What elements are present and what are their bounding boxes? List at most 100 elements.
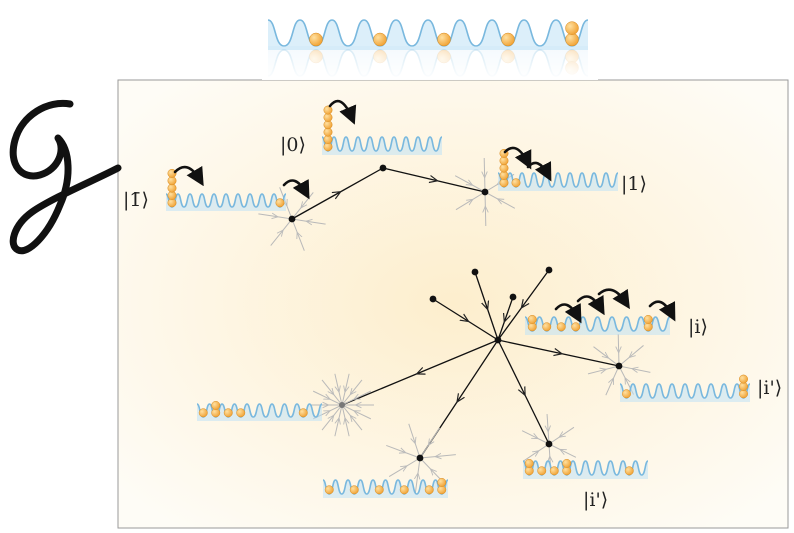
faint-edge <box>484 191 516 209</box>
lattice-i-prime-right <box>619 374 751 402</box>
lattice-potential <box>619 383 751 399</box>
particle <box>437 478 447 487</box>
ket-one-label: |1⟩ <box>621 173 647 195</box>
faint-edge <box>291 218 326 224</box>
faint-edge <box>341 404 350 437</box>
hop-arrow <box>328 99 357 125</box>
lattice-fill <box>620 384 750 402</box>
graph-edge <box>497 269 550 341</box>
particle <box>424 485 434 495</box>
graph-node-left <box>339 402 345 408</box>
faint-edge <box>341 404 372 420</box>
faint-neighbor-stars <box>258 157 651 494</box>
faint-edge <box>419 427 441 459</box>
lattice-insets <box>165 105 751 498</box>
particle <box>437 32 451 47</box>
faint-edge <box>408 423 421 459</box>
particle <box>622 389 631 399</box>
graph-node-n1 <box>481 188 489 196</box>
graph-edge <box>432 298 499 341</box>
graph-edge <box>382 167 486 193</box>
particle <box>549 466 559 476</box>
particle <box>223 408 233 418</box>
graph-node-t1 <box>429 295 437 303</box>
lattice-fill <box>197 404 322 421</box>
faint-edge <box>593 346 620 367</box>
faint-edge <box>548 443 577 458</box>
particle <box>349 485 359 495</box>
particle <box>501 32 515 47</box>
header-lattice-potential <box>267 19 589 50</box>
ket-i-label: |i⟩ <box>688 316 708 338</box>
particle <box>524 459 534 468</box>
faint-edge <box>334 404 343 437</box>
graph-edge <box>497 339 550 445</box>
graph-node-b <box>545 440 553 448</box>
faint-edge <box>415 457 421 494</box>
figure-letter-g: G <box>9 99 122 255</box>
particle <box>275 198 285 208</box>
lattice-i <box>524 315 671 335</box>
particle <box>643 315 653 324</box>
graph-node-n0 <box>379 164 387 172</box>
lattice-fill <box>268 20 588 50</box>
hop-arrows <box>173 99 676 324</box>
faint-edge <box>258 214 293 220</box>
graph-edge <box>497 296 514 341</box>
lattice-potential <box>165 193 287 208</box>
ket-one-bar-label: |1̄⟩ <box>123 189 149 211</box>
faint-edge <box>484 157 485 193</box>
graph-edge <box>291 167 384 220</box>
ket-i-prime-label-right: |i'⟩ <box>757 377 782 399</box>
faint-edge <box>341 390 372 406</box>
particle <box>537 466 547 476</box>
particle <box>562 459 572 468</box>
faint-edge <box>419 455 456 458</box>
graph-node-t4 <box>545 266 553 274</box>
ket-zero-label: |0⟩ <box>280 134 306 156</box>
particle <box>511 178 521 188</box>
faint-edge <box>548 426 575 445</box>
lattice-i-prime-bottom <box>522 459 649 479</box>
hop-arrow <box>173 165 204 187</box>
lattice-potential <box>321 136 443 152</box>
faint-edge <box>321 404 343 431</box>
particle <box>211 401 221 410</box>
graph-node-t3 <box>509 293 517 301</box>
hop-arrow <box>576 294 605 316</box>
faint-edge <box>618 365 651 372</box>
faint-edge <box>523 443 550 462</box>
particle <box>324 485 334 495</box>
lattice-fill <box>166 194 286 211</box>
faint-edge <box>605 365 620 396</box>
lattice-fill <box>498 173 618 191</box>
lattice-bottom-left <box>322 478 449 498</box>
lattice-fill <box>323 480 448 498</box>
particle <box>565 21 579 35</box>
faint-edge <box>485 191 486 227</box>
lattice-fill <box>322 137 442 155</box>
graph-node-n1bar <box>288 215 296 223</box>
faint-edge <box>334 373 343 406</box>
graph-edge <box>341 339 499 406</box>
hop-arrow <box>554 303 582 324</box>
particle <box>236 408 246 418</box>
faint-edge <box>455 191 486 211</box>
particle <box>542 322 552 332</box>
particle <box>323 105 333 115</box>
graph-edge <box>497 339 620 367</box>
faint-edge <box>386 444 421 459</box>
particle <box>309 32 323 47</box>
hop-arrow <box>282 179 310 200</box>
ket-i-prime-label-bottom: |i'⟩ <box>583 489 608 511</box>
faint-edge <box>291 218 305 251</box>
header-lattice <box>262 19 598 80</box>
particle <box>739 374 748 384</box>
graph-node-t2 <box>471 268 479 276</box>
particle <box>527 315 537 324</box>
particle <box>298 408 308 418</box>
lattice-left-node <box>196 401 323 421</box>
faint-edge <box>618 333 619 367</box>
graph-node-bl <box>416 454 424 462</box>
